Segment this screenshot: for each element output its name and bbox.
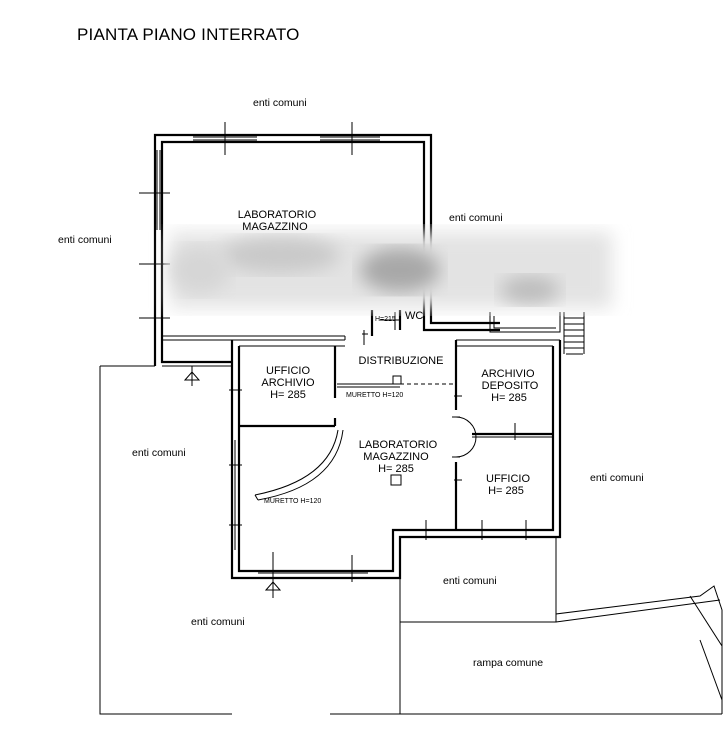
room-lab-bottom-line1: LABORATORIO <box>359 439 438 451</box>
area-labels: enti comuni enti comuni enti comuni enti… <box>58 97 644 669</box>
low-wall-label-1: MURETTO H=120 <box>346 392 403 399</box>
area-label-right-upper: enti comuni <box>449 212 503 224</box>
room-archive-deposit-height: H= 285 <box>491 392 527 404</box>
area-label-left-lower: enti comuni <box>132 447 186 459</box>
area-label-bottom-center: enti comuni <box>443 575 497 587</box>
stair-icon <box>563 312 585 355</box>
room-wc-height: H=215 <box>375 316 396 323</box>
room-lab-top-line1: LABORATORIO <box>238 209 317 221</box>
room-lab-bottom-line2: MAGAZZINO <box>363 451 429 463</box>
room-labels: LABORATORIO MAGAZZINO WC H=215 DISTRIBUZ… <box>238 209 539 505</box>
room-office-height: H= 285 <box>488 485 524 497</box>
room-archive-deposit-line1: ARCHIVIO <box>481 368 535 380</box>
obscured-region <box>170 232 612 308</box>
room-lab-bottom-height: H= 285 <box>378 463 414 475</box>
ramp-label: rampa comune <box>473 657 543 669</box>
room-office-archive-line2: ARCHIVIO <box>261 377 315 389</box>
area-label-bottom-left: enti comuni <box>191 616 245 628</box>
area-label-right-lower: enti comuni <box>590 472 644 484</box>
upper-block-walls <box>139 122 585 366</box>
room-lab-top-line2: MAGAZZINO <box>242 221 308 233</box>
room-office-archive-height: H= 285 <box>270 389 306 401</box>
low-wall-label-2: MURETTO H=120 <box>264 498 321 505</box>
room-office-line1: UFFICIO <box>486 473 530 485</box>
room-office-archive-line1: UFFICIO <box>266 365 310 377</box>
surroundings <box>99 365 723 715</box>
room-archive-deposit-line2: DEPOSITO <box>482 380 539 392</box>
section-arrow-icon <box>183 366 201 386</box>
room-distribution: DISTRIBUZIONE <box>359 355 444 367</box>
lower-block-walls <box>183 339 562 598</box>
area-label-top: enti comuni <box>253 97 307 109</box>
plan-title: PIANTA PIANO INTERRATO <box>77 25 300 44</box>
area-label-left: enti comuni <box>58 234 112 246</box>
room-wc: WC <box>405 310 423 322</box>
section-arrow-icon <box>264 580 282 598</box>
